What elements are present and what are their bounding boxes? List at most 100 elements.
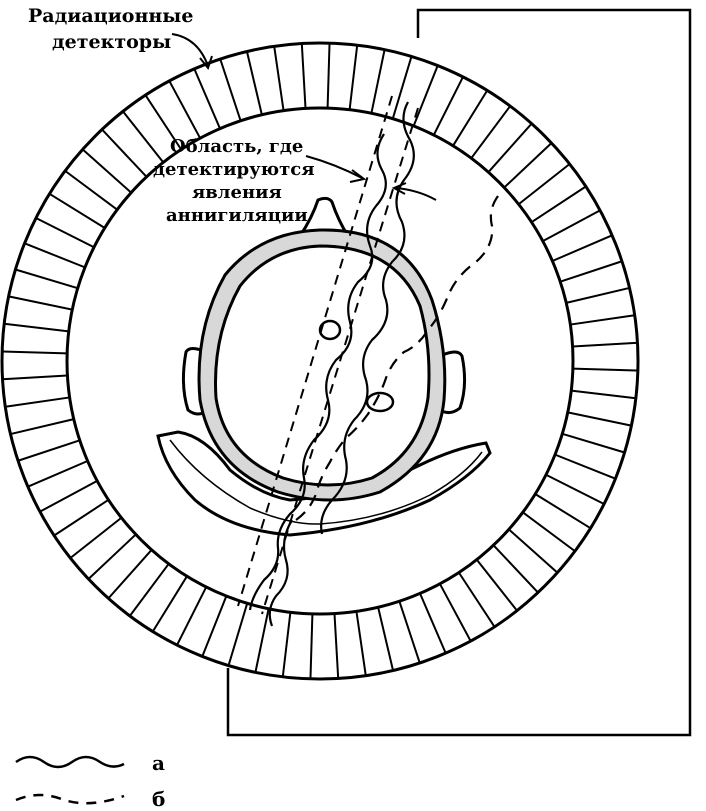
detector-divider <box>27 460 88 488</box>
headrest-inner <box>169 439 483 525</box>
detector-divider <box>326 43 331 109</box>
detector-divider <box>24 242 86 269</box>
detector-divider <box>554 453 616 480</box>
legend-wavy-sample <box>15 755 125 769</box>
detector-divider <box>562 432 625 454</box>
detector-divider <box>53 498 110 537</box>
head-cross-section <box>156 196 492 537</box>
detector-divider <box>101 128 148 178</box>
detector-divider <box>567 411 632 427</box>
detector-divider <box>2 374 68 381</box>
detector-divider <box>176 586 208 646</box>
brain-region <box>214 244 431 487</box>
detector-divider <box>144 94 183 151</box>
detector-divider <box>545 473 605 505</box>
detector-pointer-head <box>199 55 213 71</box>
wavy-photon-paths <box>248 101 415 627</box>
detector-divider <box>530 185 587 224</box>
wavy-path-3 <box>268 519 293 627</box>
detector-divider <box>281 612 292 677</box>
detector-divider <box>438 583 472 642</box>
detector-divider <box>534 493 592 530</box>
detector-divider <box>10 418 74 436</box>
detector-divider <box>168 80 202 139</box>
detector-divider <box>508 528 559 574</box>
detector-divider <box>129 563 170 617</box>
legend: а б <box>15 751 165 811</box>
region-pointer <box>305 155 363 179</box>
detector-divider <box>254 608 270 673</box>
detector-divider <box>370 49 386 114</box>
detector-divider <box>69 516 123 559</box>
coincidence-band <box>237 95 419 615</box>
legend-dashed-sample <box>15 793 125 805</box>
detector-divider <box>333 613 340 679</box>
detector-divider <box>398 600 421 664</box>
detector-divider <box>522 511 576 552</box>
detector-divider <box>571 389 636 400</box>
detector-divider <box>566 286 630 304</box>
pointer-arrows <box>171 33 437 201</box>
detector-divider <box>300 43 307 109</box>
detector-divider <box>572 367 638 372</box>
detector-divider <box>457 571 496 628</box>
detector-divider <box>39 479 98 513</box>
detector-divider <box>412 65 439 127</box>
detector-divider <box>432 76 464 136</box>
connection-wire <box>226 8 692 737</box>
right-ear <box>439 350 467 415</box>
detector-divider <box>570 314 635 326</box>
detector-segments <box>2 43 638 679</box>
detector-divider <box>492 544 539 594</box>
focus-1 <box>318 319 342 341</box>
detector-divider <box>35 217 95 249</box>
wavy-path-2 <box>248 133 387 611</box>
scattered-path <box>295 195 499 521</box>
detector-divider <box>552 234 613 262</box>
detector-divider <box>245 51 263 115</box>
detector-divider <box>151 575 188 633</box>
detector-divider <box>419 593 447 654</box>
detector-divider <box>273 46 285 111</box>
detector-divider <box>572 341 638 348</box>
detector-divider <box>2 350 68 355</box>
legend-wavy-label: а <box>152 751 165 775</box>
detector-divider <box>487 122 533 173</box>
band-line-right <box>261 107 419 615</box>
detector-divider <box>348 45 359 110</box>
label-detectors-line1: Радиационные <box>28 5 193 27</box>
detector-pointer <box>171 33 209 67</box>
detector-divider <box>17 439 81 462</box>
detector-divider <box>355 611 367 676</box>
label-region-line1: Область, где <box>170 136 303 157</box>
detector-divider <box>48 192 106 229</box>
detector-divider <box>8 295 73 311</box>
label-detectors-line2: детекторы <box>52 31 171 53</box>
wavy-path-1 <box>320 101 415 535</box>
detector-divider <box>122 110 165 164</box>
region-pointer-right-head <box>391 182 407 195</box>
detector-divider <box>87 533 137 580</box>
detector-divider <box>452 89 489 147</box>
nose <box>298 196 350 237</box>
detector-divider <box>470 105 511 159</box>
detector-divider <box>542 209 601 243</box>
detector-divider <box>517 163 571 206</box>
detector-divider <box>193 68 221 129</box>
detector-divider <box>107 549 153 600</box>
detector-divider <box>219 58 242 122</box>
label-region-line3: явления <box>192 182 282 203</box>
band-line-left <box>237 95 393 607</box>
detector-divider <box>4 322 69 333</box>
detector-divider <box>309 613 314 679</box>
detector-divider <box>201 595 228 657</box>
label-region-line2: детектируются <box>153 159 315 180</box>
region-pointer-head <box>349 169 367 183</box>
detector-divider <box>81 148 132 194</box>
headrest <box>156 430 492 537</box>
legend-dashed-label: б <box>152 787 165 811</box>
detector-divider <box>5 396 70 408</box>
detector-divider <box>227 603 249 666</box>
detector-divider <box>391 56 413 119</box>
